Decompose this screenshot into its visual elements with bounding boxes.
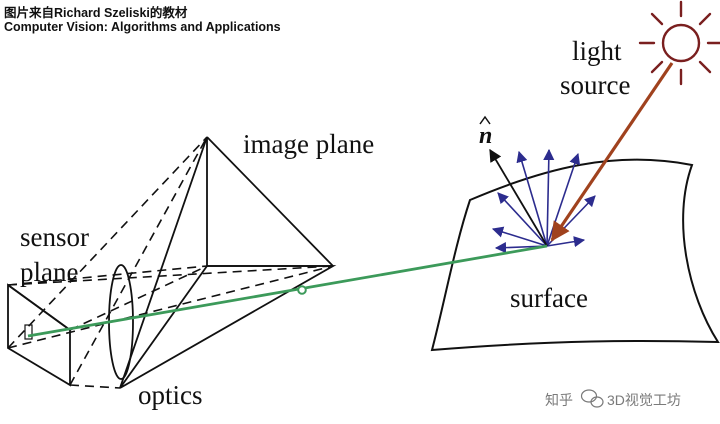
sensor-plane-label-line2: plane <box>20 257 78 287</box>
surface-normal-arrow <box>489 148 548 247</box>
caption-line-2: Computer Vision: Algorithms and Applicat… <box>4 20 281 34</box>
svg-text:知乎: 知乎 <box>545 392 573 408</box>
watermark: 知乎 3D视觉工坊 <box>545 389 681 408</box>
sun-icon <box>638 0 720 86</box>
sensor-plane-label-line1: sensor <box>20 222 89 252</box>
caption-line-1: 图片来自Richard Szeliski的教材 <box>4 6 188 20</box>
light-source-label-line2: source <box>560 70 630 100</box>
image-point <box>297 285 307 295</box>
principal-ray <box>27 244 548 338</box>
surface-patch <box>430 158 720 352</box>
surface-label: surface <box>510 283 588 313</box>
incident-light-ray <box>550 62 674 242</box>
wechat-icon <box>580 389 604 408</box>
light-source-label-line1: light <box>572 36 622 66</box>
normal-label: n <box>479 123 492 149</box>
image-plane-label: image plane <box>243 129 374 159</box>
svg-text:3D视觉工坊: 3D视觉工坊 <box>607 392 681 408</box>
optics-label: optics <box>138 380 203 410</box>
projection-lines <box>7 136 334 389</box>
normal-hat <box>479 115 491 125</box>
image-plane <box>119 136 337 389</box>
